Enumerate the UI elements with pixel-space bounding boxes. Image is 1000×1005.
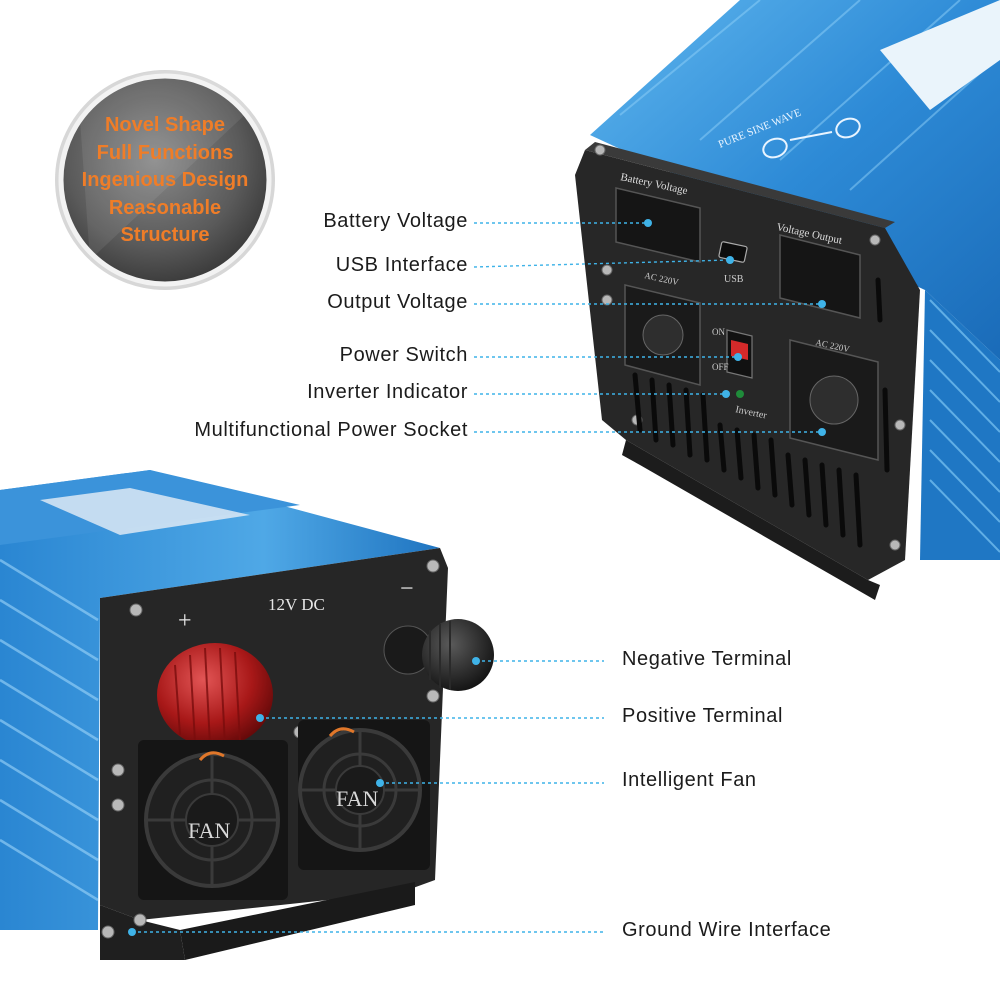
leader-dots — [128, 219, 826, 936]
badge-line: Reasonable — [108, 196, 222, 219]
callout-output-voltage: Output Voltage — [327, 291, 468, 313]
badge-line: Structure — [120, 224, 210, 246]
bottom-inverter: + 12V DC − — [0, 470, 494, 960]
svg-text:FAN: FAN — [336, 786, 378, 811]
fan-left-icon: FAN — [138, 740, 288, 900]
svg-text:−: − — [400, 576, 414, 602]
callout-intelligent-fan: Intelligent Fan — [622, 769, 757, 791]
callout-power-socket: Multifunctional Power Socket — [194, 419, 468, 441]
badge-text: Novel Shape Full Functions Ingenious Des… — [60, 112, 270, 250]
svg-text:FAN: FAN — [188, 818, 230, 843]
negative-terminal-icon — [383, 619, 494, 691]
fan-right-icon: FAN — [298, 720, 430, 870]
dc-print: 12V DC — [268, 595, 325, 614]
callout-usb-interface: USB Interface — [335, 254, 468, 276]
badge-line: Ingenious Design — [81, 169, 249, 191]
callout-inverter-indicator: Inverter Indicator — [307, 381, 468, 403]
svg-text:ON: ON — [712, 327, 725, 337]
svg-text:+: + — [178, 608, 192, 634]
badge-line: Full Functions — [96, 141, 234, 164]
callout-battery-voltage: Battery Voltage — [323, 210, 468, 232]
badge — [55, 70, 275, 290]
callout-positive-terminal: Positive Terminal — [622, 705, 784, 727]
logo-icon — [762, 117, 861, 159]
callout-power-switch: Power Switch — [339, 344, 468, 366]
usb-print: USB — [724, 274, 744, 285]
leader-lines — [132, 222, 822, 933]
svg-text:OFF: OFF — [712, 362, 729, 372]
badge-line: Novel Shape — [104, 114, 226, 136]
callout-ground-wire: Ground Wire Interface — [622, 919, 832, 941]
positive-terminal-icon — [157, 643, 273, 747]
callout-negative-terminal: Negative Terminal — [622, 648, 792, 670]
top-inverter: PURE SINE WAVE Battery Voltage Voltage O… — [575, 0, 1000, 600]
